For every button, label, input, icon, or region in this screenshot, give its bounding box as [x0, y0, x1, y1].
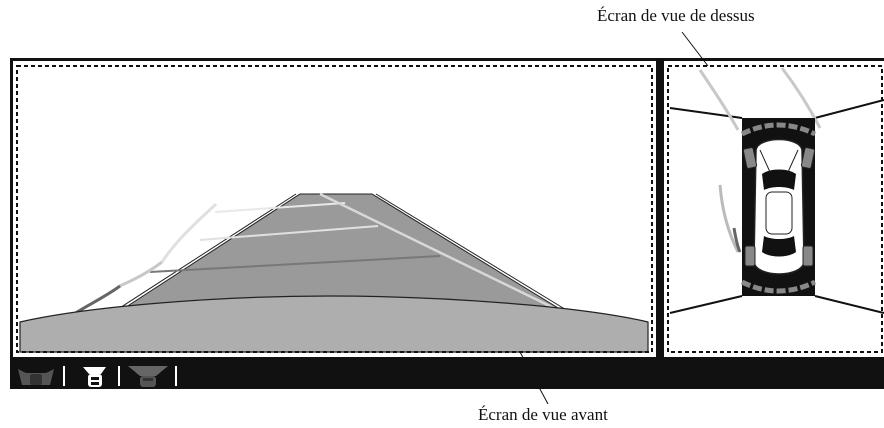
- rear-sensor-arc: [740, 279, 817, 294]
- display-frame: [10, 58, 884, 389]
- car-top-view: [742, 138, 816, 275]
- front-view-leader-line: [519, 351, 549, 405]
- top-view-screen: [664, 61, 884, 357]
- front-sensor-arc: [740, 122, 817, 137]
- parking-sensor-view-icon: [18, 369, 54, 385]
- vehicle-hood: [19, 295, 649, 353]
- top-view-label: Écran de vue de dessus: [597, 6, 755, 25]
- front-view-dashed-outline: [16, 65, 653, 353]
- front-view-screen: [13, 61, 656, 357]
- distance-guide-lines: [149, 192, 561, 313]
- front-view-label: Écran de vue avant: [478, 405, 608, 424]
- view-switch-icons: [18, 366, 177, 387]
- front-view-icon-bar: [10, 357, 660, 389]
- top-front-view-icon: [83, 367, 106, 387]
- top-view-dashed-outline: [667, 65, 883, 353]
- top-view-guide-lines: [669, 67, 884, 314]
- top-view-leader-line: [681, 31, 709, 67]
- front-view-icon: [128, 366, 168, 387]
